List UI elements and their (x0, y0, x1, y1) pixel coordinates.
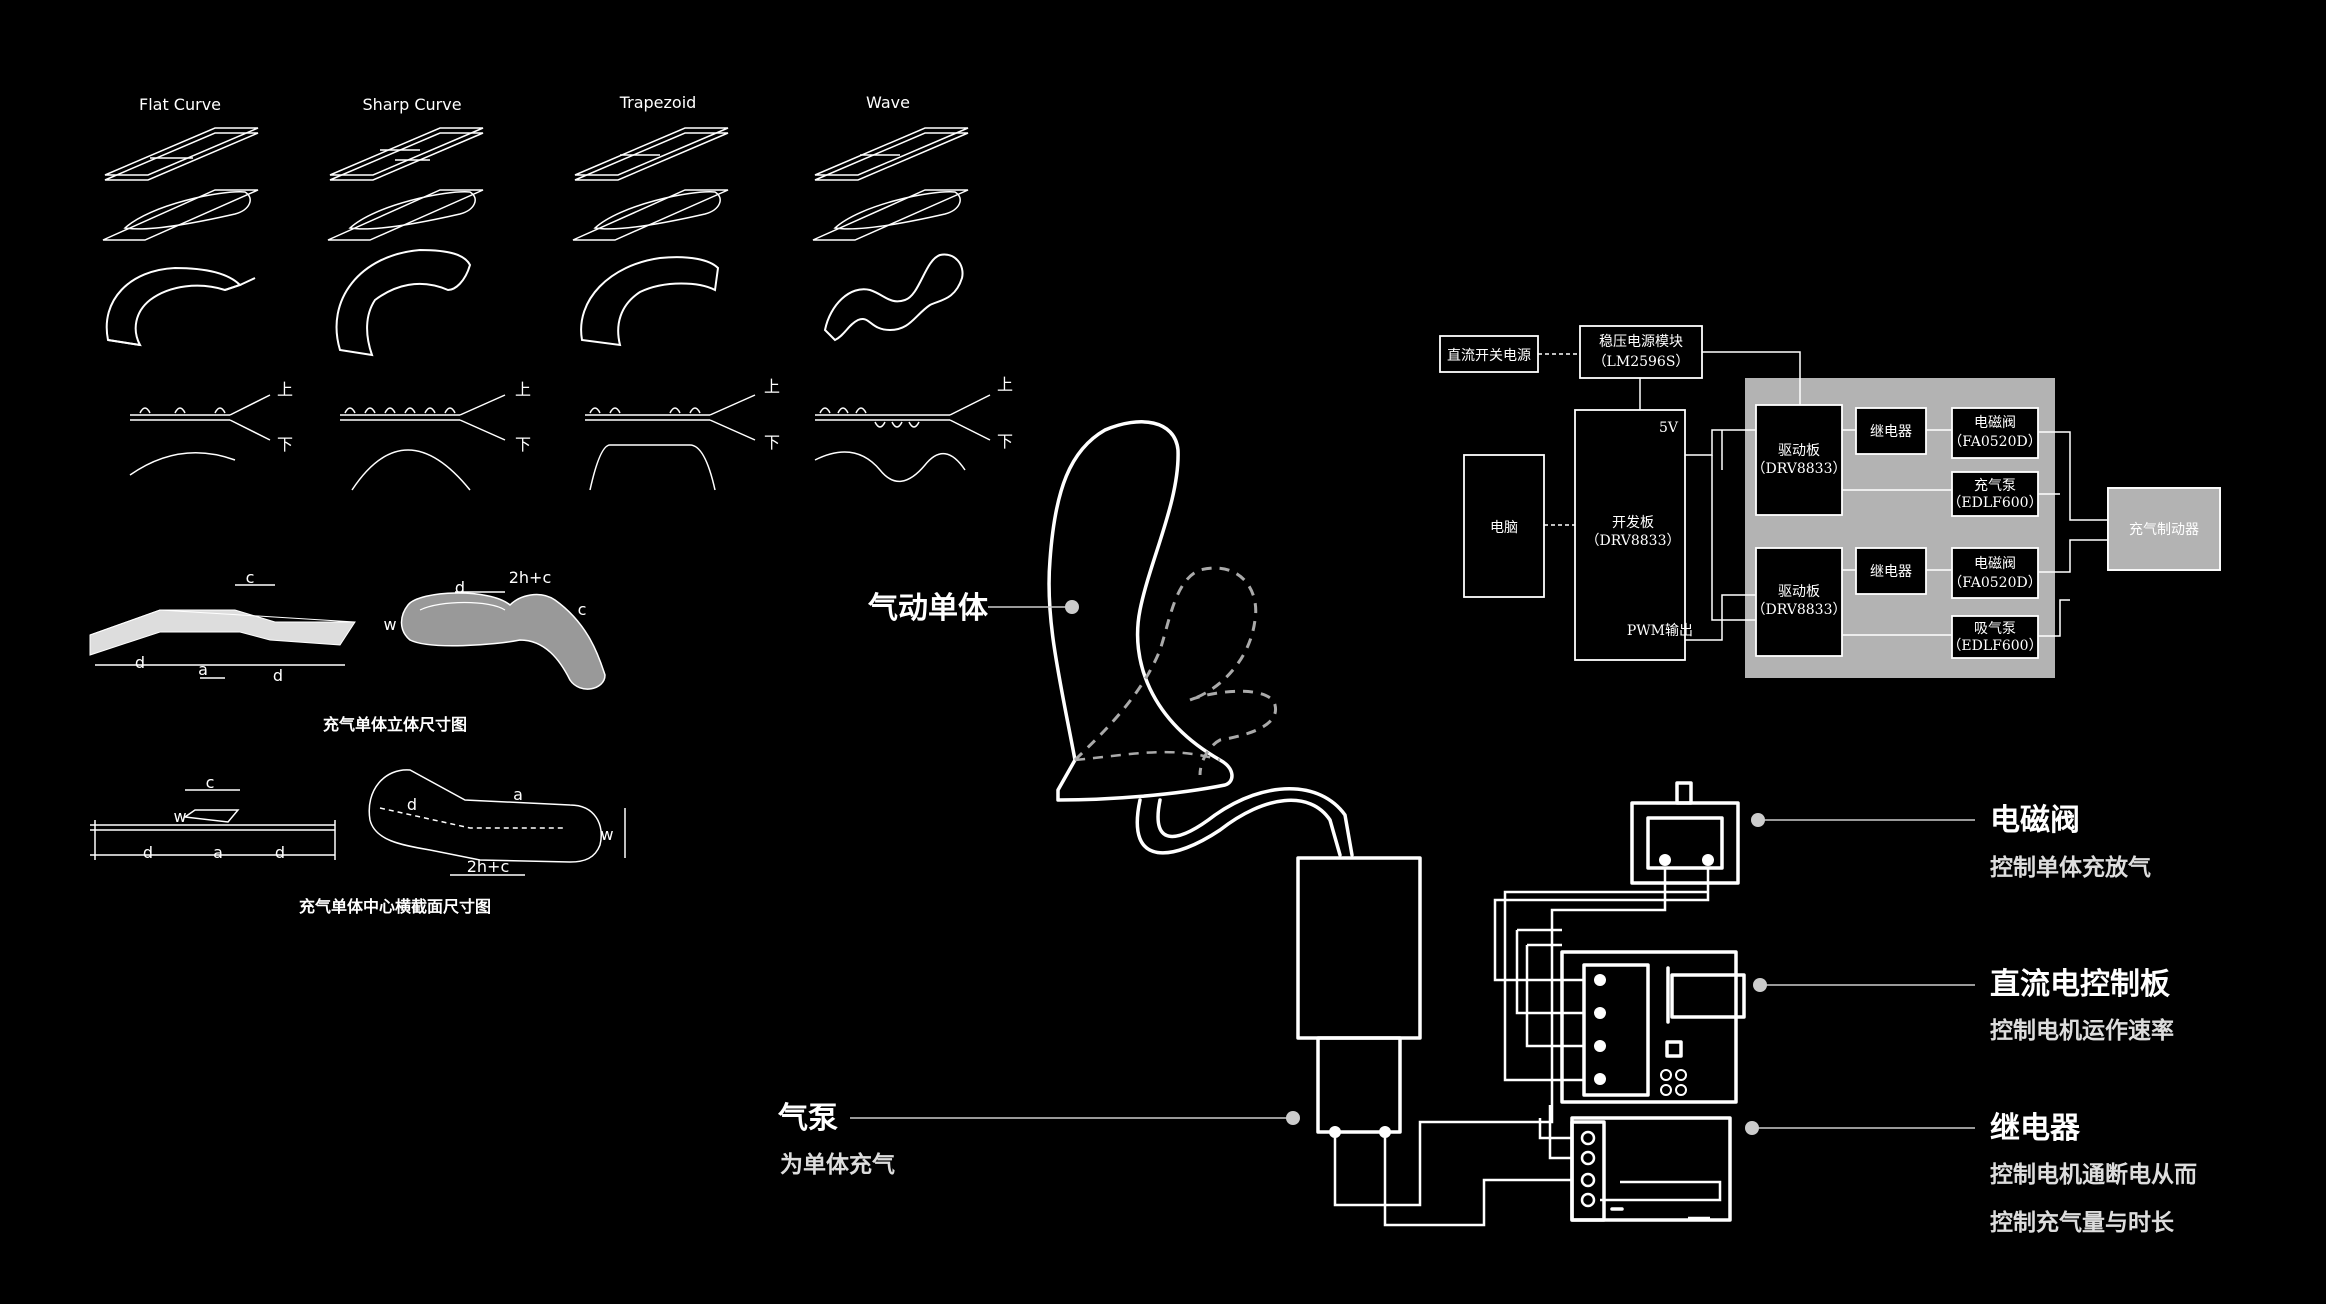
dim-sum-3d: 2h+c (509, 568, 552, 587)
bd-actuator: 充气制动器 (2129, 522, 2199, 538)
dim-sum-cs: 2h+c (467, 857, 510, 876)
bd-pump-2-model: （EDLF600） (1947, 638, 2042, 654)
dim-c-3d-tube: c (578, 600, 587, 619)
dim-d-3d-right: d (273, 666, 283, 685)
dim-w-3d-tube: w (383, 615, 396, 634)
bd-driver-1: 驱动板 (1778, 443, 1820, 459)
bd-pump-2: 吸气泵 (1974, 621, 2016, 637)
dim-w-cs-tube: w (600, 825, 613, 844)
bd-relay-1: 继电器 (1870, 424, 1912, 440)
callout-air-pump: 气泵 (778, 1101, 838, 1136)
dim-d-3d-left: d (135, 653, 145, 672)
shape-type-flat-curve: Flat Curve (139, 95, 221, 114)
callout-relay: 继电器 (1990, 1111, 2081, 1146)
dim-d-cs-right: d (275, 843, 285, 862)
bd-valve-2: 电磁阀 (1974, 556, 2016, 572)
dim-a-cs-tube: a (513, 785, 523, 804)
bd-dc-power: 直流开关电源 (1447, 347, 1531, 364)
bd-valve-1-model: （FA0520D） (1948, 434, 2041, 450)
dim-d-3d-tube: d (455, 578, 465, 597)
bd-driver-1-model: （DRV8833） (1751, 461, 1846, 477)
callout-air-pump-desc: 为单体充气 (780, 1151, 895, 1178)
dim-c-cs: c (206, 773, 215, 792)
hardware-illustration (1047, 420, 1746, 1227)
shape-type-drawings: 上 下 上 下 上 下 上 下 (102, 127, 1013, 491)
callout-relay-desc-1: 控制电机通断电从而 (1990, 1161, 2197, 1188)
dimension-3d-drawing: c d a d 2h+c d c w 充气单体立体尺寸图 (89, 568, 606, 734)
shape-type-trapezoid: Trapezoid (619, 93, 697, 112)
bd-regulator: 稳压电源模块 (1599, 334, 1683, 350)
up-label-3: 上 (764, 377, 780, 396)
caption-3d-dimension: 充气单体立体尺寸图 (323, 715, 467, 734)
down-label-2: 下 (515, 435, 531, 454)
caption-cross-section: 充气单体中心横截面尺寸图 (299, 897, 491, 916)
dim-d-cs-left: d (143, 843, 153, 862)
callout-dc-board: 直流电控制板 (1990, 967, 2170, 1002)
down-label-1: 下 (277, 435, 293, 454)
bd-pump-1: 充气泵 (1974, 478, 2016, 494)
down-label-3: 下 (764, 433, 780, 452)
dim-w-cs: w (173, 807, 186, 826)
up-label-2: 上 (515, 380, 531, 399)
shape-type-wave: Wave (866, 93, 910, 112)
callout-dc-board-desc: 控制电机运作速率 (1990, 1017, 2174, 1044)
callout-solenoid: 电磁阀 (1990, 803, 2080, 838)
bd-valve-2-model: （FA0520D） (1948, 575, 2041, 591)
down-label-4: 下 (997, 432, 1013, 451)
up-label-4: 上 (997, 375, 1013, 394)
callout-relay-desc-2: 控制充气量与时长 (1990, 1209, 2175, 1236)
dimension-cross-section-drawing: c d a d w a w d 2h+c 充气单体中心横截面尺寸图 (90, 769, 626, 916)
dim-a-3d: a (198, 660, 208, 679)
bd-dev-board: 开发板 (1612, 515, 1654, 531)
dim-d-cs-tube: d (407, 795, 417, 814)
bd-relay-2: 继电器 (1870, 564, 1912, 580)
bd-regulator-model: （LM2596S） (1593, 354, 1690, 370)
shape-type-sharp-curve: Sharp Curve (362, 95, 461, 114)
bd-driver-2: 驱动板 (1778, 584, 1820, 600)
block-diagram: 直流开关电源 稳压电源模块 （LM2596S） 电脑 开发板 （DRV8833）… (1439, 325, 2221, 678)
callout-pneumatic-unit: 气动单体 (868, 591, 989, 626)
shape-type-headers: Flat Curve Sharp Curve Trapezoid Wave (139, 93, 910, 114)
dim-a-cs: a (213, 843, 223, 862)
dim-c-3d: c (246, 568, 255, 587)
callout-solenoid-desc: 控制单体充放气 (1990, 854, 2151, 881)
bd-computer: 电脑 (1490, 520, 1518, 536)
bd-driver-2-model: （DRV8833） (1751, 602, 1846, 618)
bd-dev-board-model: （DRV8833） (1585, 533, 1680, 549)
bd-pump-1-model: （EDLF600） (1947, 495, 2042, 511)
callouts: 气动单体 气泵 为单体充气 电磁阀 控制单体充放气 直流电控制板 控制电机运作速… (778, 591, 2197, 1236)
bd-5v: 5V (1659, 420, 1679, 436)
up-label-1: 上 (277, 380, 293, 399)
bd-pwm: PWM输出 (1627, 623, 1693, 639)
bd-valve-1: 电磁阀 (1974, 415, 2016, 431)
